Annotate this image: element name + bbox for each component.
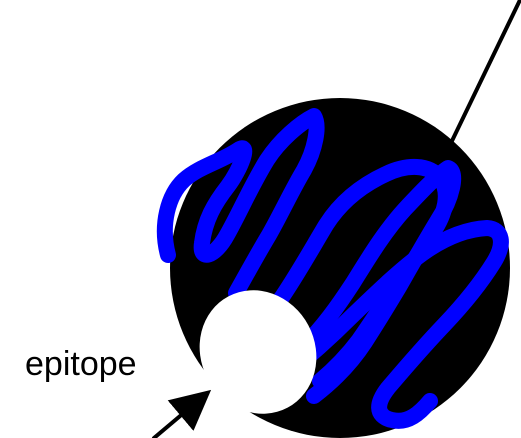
epitope-label: epitope bbox=[25, 342, 185, 386]
arrow-to-epitope bbox=[154, 395, 205, 438]
axis-line bbox=[450, 0, 520, 145]
